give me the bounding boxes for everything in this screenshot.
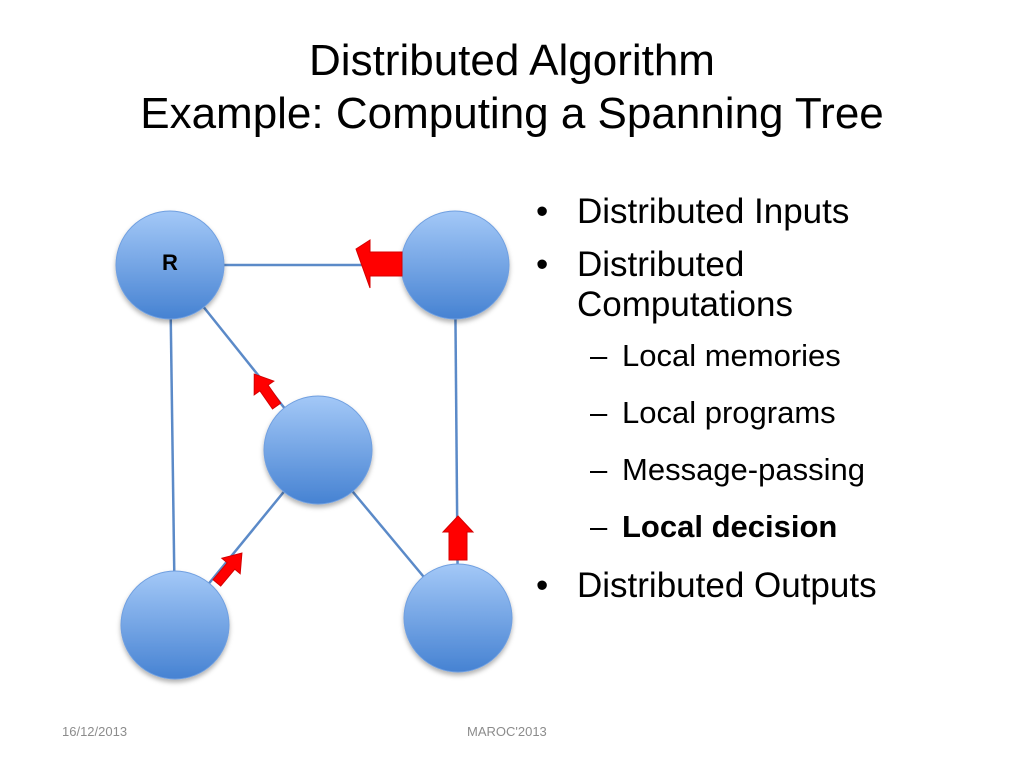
sub-bullet-text: Local programs (622, 395, 836, 430)
arrow-center-to-root (253, 373, 282, 410)
bullet-outputs: • Distributed Outputs (536, 566, 1016, 606)
sub-bullet-memories: – Local memories (536, 338, 1016, 374)
node-top-right (400, 210, 510, 320)
bullet-text-line-2: Computations (577, 285, 793, 324)
bullet-text: Distributed Outputs (577, 566, 877, 605)
node-bottom-right (403, 563, 513, 673)
sub-bullet-text: Message-passing (622, 452, 865, 487)
arrow-bottomright-to-topright (441, 515, 475, 561)
sub-bullet-decision: – Local decision (536, 509, 1016, 545)
footer-date: 16/12/2013 (62, 724, 128, 739)
footer-event: MAROC'2013 (467, 724, 547, 739)
title-line-2: Example: Computing a Spanning Tree (140, 89, 884, 138)
bullet-text: Distributed Inputs (577, 192, 850, 231)
bullet-inputs: • Distributed Inputs (536, 192, 1016, 232)
bullet-dot: • (536, 566, 549, 605)
edge-root-bottomleft (168, 264, 177, 626)
sub-bullet-message-passing: – Message-passing (536, 452, 1016, 488)
node-bottom-left (120, 570, 230, 680)
sub-bullet-text: Local memories (622, 338, 841, 373)
slide-title: Distributed Algorithm Example: Computing… (0, 34, 1024, 140)
bullet-dot: • (536, 245, 549, 284)
bullet-list: • Distributed Inputs • Distributed Compu… (536, 192, 1016, 619)
node-center (263, 395, 373, 505)
root-label: R (162, 250, 178, 275)
dash-marker: – (590, 509, 608, 544)
node-root (115, 210, 225, 320)
sub-bullet-text: Local decision (622, 509, 838, 544)
dash-marker: – (590, 395, 608, 430)
bullet-text-line-1: Distributed (577, 245, 745, 284)
sub-bullet-programs: – Local programs (536, 395, 1016, 431)
dash-marker: – (590, 338, 608, 373)
arrow-bottomleft-to-center (212, 552, 243, 587)
bullet-computations: • Distributed Computations (536, 245, 1016, 325)
arrow-topright-to-root (355, 239, 403, 289)
title-line-1: Distributed Algorithm (309, 36, 715, 85)
bullet-dot: • (536, 192, 549, 231)
dash-marker: – (590, 452, 608, 487)
